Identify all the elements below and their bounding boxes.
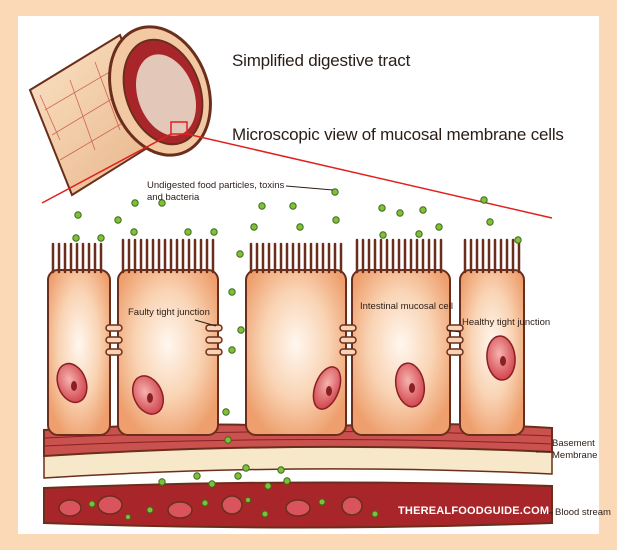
particle	[98, 235, 104, 241]
particle	[297, 224, 303, 230]
particle	[481, 197, 487, 203]
healthy-tight-junction	[106, 325, 122, 355]
particle	[75, 212, 81, 218]
particle	[333, 217, 339, 223]
microvilli	[465, 240, 519, 272]
microvilli	[123, 240, 213, 272]
label-faulty-junction: Faulty tight junction	[128, 307, 210, 319]
particle	[131, 229, 137, 235]
mucosal-cell	[118, 240, 218, 435]
particle	[238, 327, 244, 333]
particle	[185, 229, 191, 235]
digestive-tract-tube	[30, 13, 228, 195]
particle	[379, 205, 385, 211]
particle	[487, 219, 493, 225]
particle	[211, 229, 217, 235]
label-blood-stream: Blood stream	[555, 507, 611, 519]
particle	[235, 473, 241, 479]
particle	[159, 479, 165, 485]
label-food-particles: Undigested food particles, toxins and ba…	[147, 180, 297, 204]
particle	[278, 467, 284, 473]
label-mucosal-cell: Intestinal mucosal cell	[360, 301, 453, 313]
particle	[237, 251, 243, 257]
microvilli	[357, 240, 441, 272]
watermark-text: THEREALFOODGUIDE.COM	[398, 505, 549, 517]
microvilli	[251, 244, 341, 272]
mucosal-cells	[48, 240, 524, 435]
particle	[515, 237, 521, 243]
particle	[380, 232, 386, 238]
microvilli	[53, 244, 101, 272]
faulty-tight-junction	[206, 325, 222, 355]
particle	[397, 210, 403, 216]
particle	[416, 231, 422, 237]
particle	[225, 437, 231, 443]
particle	[284, 478, 290, 484]
mucosal-cell	[48, 244, 110, 435]
particle	[243, 465, 249, 471]
mucosal-cell	[352, 240, 450, 435]
particle	[73, 235, 79, 241]
particle	[229, 347, 235, 353]
particle	[420, 207, 426, 213]
title-digestive-tract: Simplified digestive tract	[232, 51, 410, 71]
particle	[223, 409, 229, 415]
particle	[229, 289, 235, 295]
particle	[209, 481, 215, 487]
particle	[265, 483, 271, 489]
particle	[132, 200, 138, 206]
particle	[251, 224, 257, 230]
healthy-tight-junction	[447, 325, 463, 355]
title-microscopic-view: Microscopic view of mucosal membrane cel…	[232, 125, 564, 145]
mucosal-cell	[246, 244, 346, 435]
particle	[194, 473, 200, 479]
label-healthy-junction: Healthy tight junction	[462, 317, 550, 329]
particle	[436, 224, 442, 230]
particle	[115, 217, 121, 223]
healthy-tight-junction	[340, 325, 356, 355]
label-basement-membrane: Basement Membrane	[552, 438, 612, 462]
mucosal-cell	[460, 240, 524, 435]
